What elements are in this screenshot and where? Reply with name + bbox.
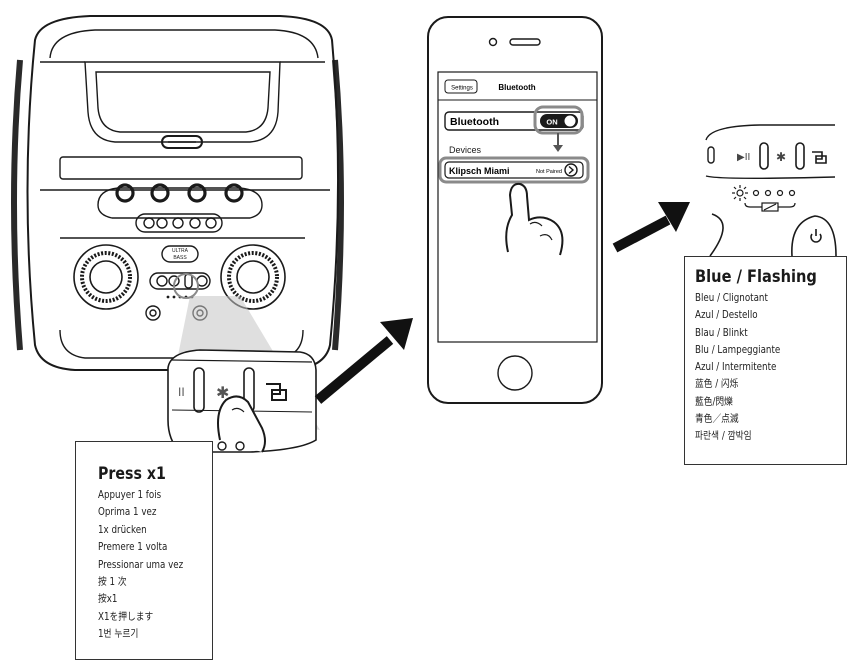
press-panel-line: Pressionar uma vez (98, 558, 184, 571)
press-panel-line: Premere 1 volta (98, 541, 168, 554)
device-name: Klipsch Miami (449, 166, 510, 176)
pointing-finger-icon (505, 182, 564, 256)
status-panel-line: Blu / Lampeggiante (695, 343, 781, 356)
svg-text:✱: ✱ (776, 150, 786, 164)
press-panel-line: 1x drücken (98, 523, 147, 536)
status-panel-line: 青色／点滅 (695, 413, 739, 426)
press-panel-line: Oprima 1 vez (98, 506, 157, 519)
status-panel-line: 蓝色 / 闪烁 (695, 378, 739, 391)
press-panel-line: 1번 누르기 (98, 628, 139, 641)
svg-text:▶II: ▶II (737, 152, 750, 163)
toggle-state-label: ON (546, 118, 557, 127)
magnified-speaker-controls: II ✱ (167, 349, 317, 453)
devices-heading: Devices (449, 145, 482, 155)
status-panel-line: 藍色/閃爍 (695, 395, 733, 408)
press-panel-line: X1を押します (98, 610, 154, 623)
chevron-right-icon (564, 163, 578, 177)
svg-text:II: II (178, 385, 185, 399)
power-icon (810, 229, 822, 243)
status-panel-line: Bleu / Clignotant (695, 292, 768, 304)
bluetooth-toggle-label: Bluetooth (450, 116, 499, 128)
ultra-bass-label-1: ULTRA (172, 248, 189, 254)
status-panel-line: 파란색 / 깜박임 (695, 430, 752, 443)
bluetooth-header-title: Bluetooth (498, 83, 535, 92)
status-panel-line: Blau / Blinkt (695, 326, 748, 339)
press-panel-line: Appuyer 1 fois (98, 489, 162, 501)
device-status: Not Paired (536, 169, 562, 175)
status-panel-line: Azul / Destello (695, 309, 758, 322)
status-instruction-panel: Blue / Flashing Bleu / Clignotant Azul /… (684, 256, 847, 465)
device-row-klipsch[interactable]: Klipsch Miami Not Paired (444, 161, 584, 179)
press-panel-line: 按x1 (98, 593, 118, 606)
status-panel-line: Azul / Intermitente (695, 361, 777, 374)
bluetooth-toggle[interactable]: ON (540, 114, 578, 128)
arrow-speaker-to-phone (314, 318, 413, 404)
arrow-phone-to-speaker (612, 202, 690, 253)
svg-text:✱: ✱ (216, 385, 229, 402)
press-instruction-panel: Press x1 Appuyer 1 fois Oprima 1 vez 1x … (75, 441, 213, 660)
status-panel-title: Blue / Flashing (695, 267, 817, 287)
ultra-bass-label-2: BASS (173, 255, 187, 261)
blue-led-flashing-indicator (732, 185, 748, 201)
press-panel-line: 按 1 次 (98, 576, 127, 589)
settings-back-button[interactable]: Settings (451, 86, 473, 92)
press-panel-title: Press x1 (98, 464, 166, 483)
